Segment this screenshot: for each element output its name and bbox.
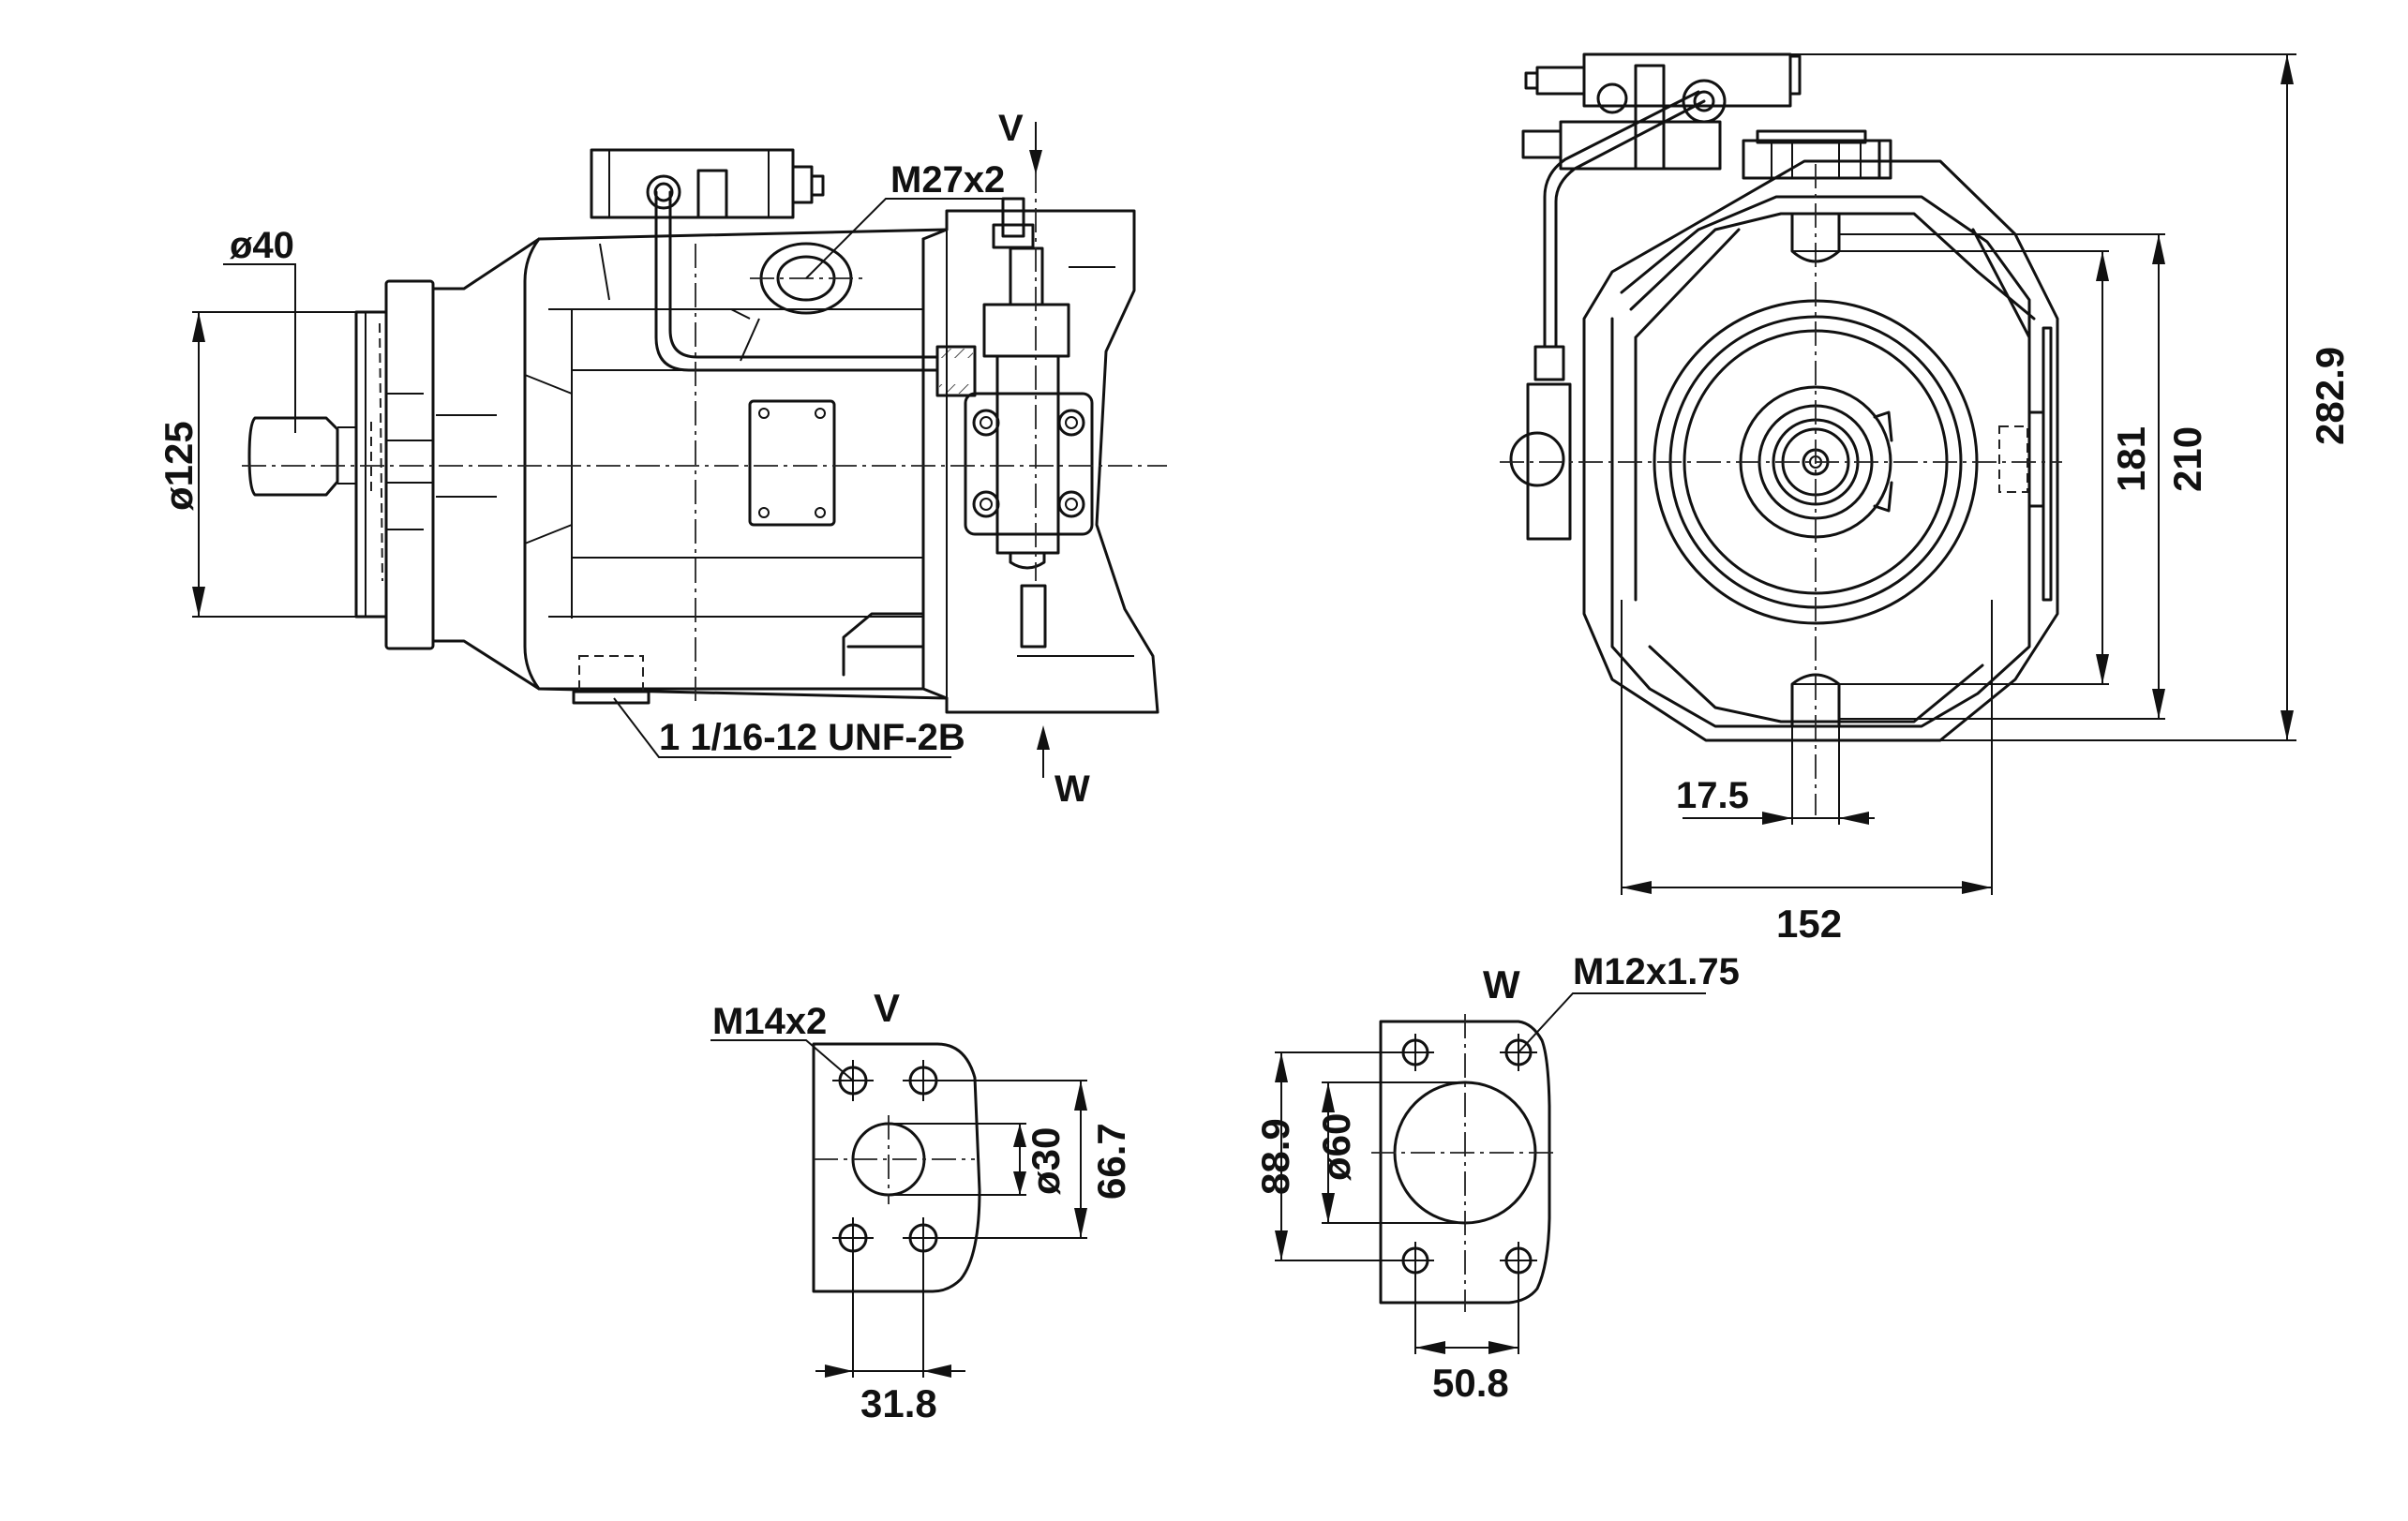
pilot-diameter-label: ø125 <box>157 421 201 511</box>
port-v-title: V <box>874 986 900 1030</box>
port-w-bore-diameter-label: ø60 <box>1314 1113 1358 1181</box>
port-w-flange-outline <box>1379 1020 1551 1305</box>
tube-fitting <box>935 345 977 397</box>
nameplate <box>748 399 836 527</box>
overall-width-label: 152 <box>1776 902 1842 946</box>
overall-height-label: 282.9 <box>2308 347 2352 445</box>
drive-shaft <box>247 416 339 497</box>
mounting-flange <box>384 279 435 650</box>
drain-port <box>578 655 644 693</box>
port-v-bolt-spacing-horizontal-label: 31.8 <box>860 1381 937 1425</box>
housing-outline <box>1582 159 2059 742</box>
port-w-arrow-label: W <box>1054 768 1090 810</box>
port-v-arrow-label: V <box>998 108 1024 149</box>
mount-height-inner-label: 181 <box>2109 426 2153 492</box>
port-w-bolt-spacing-horizontal-label: 50.8 <box>1432 1361 1509 1405</box>
port-v-bolt-thread-label: M14x2 <box>712 1001 827 1042</box>
port-v-bolt-spacing-vertical-label: 66.7 <box>1089 1123 1133 1200</box>
mount-height-outer-label: 210 <box>2165 426 2209 492</box>
pressure-port-thread-label: M27x2 <box>890 159 1005 201</box>
port-w-title: W <box>1483 962 1520 1007</box>
front-control-tube <box>1554 99 1706 349</box>
port-v-flange-view: V M14x2 ø30 66.7 31.8 <box>710 986 1133 1425</box>
control-valve <box>590 148 795 219</box>
side-view: V W ø40 ø125 M27x2 1 1/16-12 UNF-2B <box>157 108 1167 810</box>
shaft-diameter-label: ø40 <box>230 225 294 266</box>
slot-width-label: 17.5 <box>1676 775 1749 816</box>
port-w-bolt-thread-label: M12x1.75 <box>1573 951 1740 992</box>
port-v-bore-diameter-label: ø30 <box>1024 1127 1068 1195</box>
pump-housing <box>523 237 925 691</box>
control-tube <box>654 190 939 372</box>
end-cover <box>921 209 1159 714</box>
front-fitting <box>1509 431 1565 487</box>
front-view: 282.9 210 181 17.5 152 <box>1500 52 2352 946</box>
port-w-bolt-spacing-vertical-label: 88.9 <box>1253 1118 1297 1195</box>
drain-port-thread-label: 1 1/16-12 UNF-2B <box>659 717 965 758</box>
port-v-flange-outline <box>812 1042 981 1293</box>
port-w-flange-view: W M12x1.75 88.9 ø60 50.8 <box>1253 951 1740 1405</box>
